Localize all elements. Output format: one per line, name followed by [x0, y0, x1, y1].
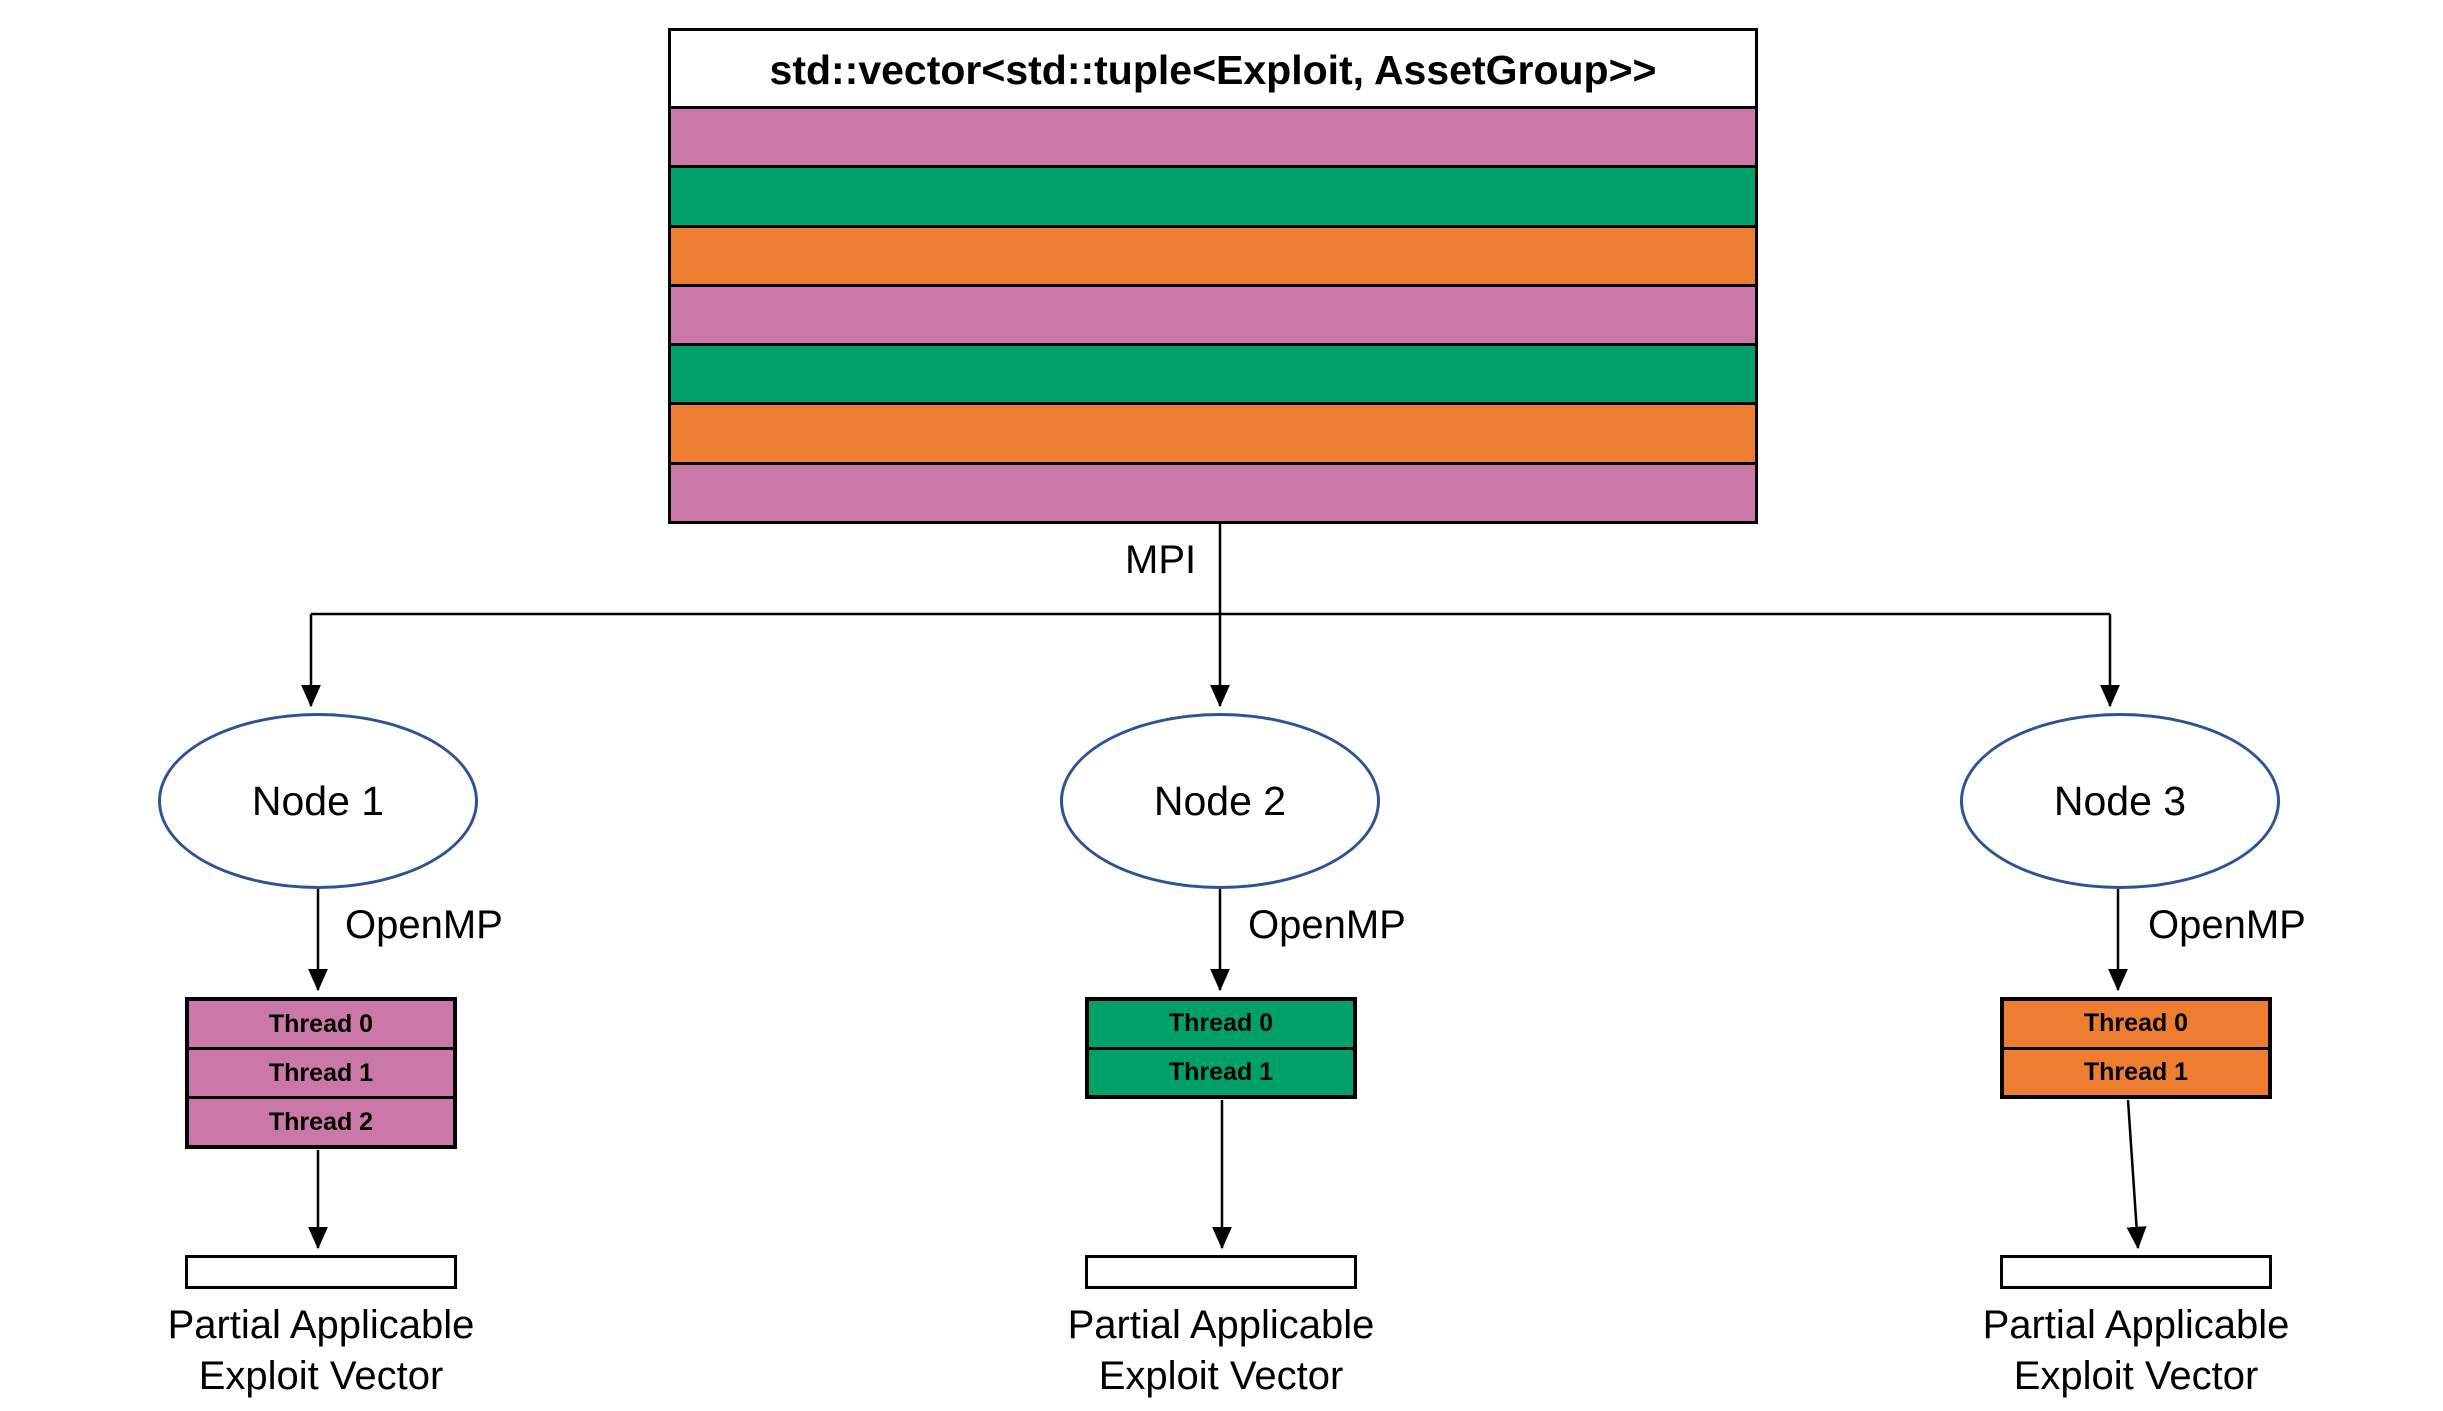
vector-row [671, 227, 1755, 287]
vector-row [671, 168, 1755, 228]
thread-cell[interactable]: Thread 0 [189, 1001, 453, 1050]
node-column-3: Node 3 [1800, 713, 2440, 889]
partial-output-label-node-1: Partial Applicable Exploit Vector [41, 1300, 601, 1402]
vector-row [671, 405, 1755, 465]
vector-row-list [671, 109, 1755, 521]
node-ellipse-2[interactable]: Node 2 [1060, 713, 1380, 889]
output-label-line-1: Partial Applicable [1982, 1303, 2290, 1347]
thread-cell[interactable]: Thread 0 [1089, 1001, 1353, 1050]
partial-output-box-node-2 [1085, 1255, 1357, 1289]
global-exploit-vector: std::vector<std::tuple<Exploit, AssetGro… [668, 28, 1758, 524]
openmp-label-node-1: OpenMP [345, 903, 503, 947]
output-label-line-1: Partial Applicable [167, 1303, 475, 1347]
thread-cell[interactable]: Thread 1 [1089, 1049, 1353, 1095]
thread-cell[interactable]: Thread 1 [189, 1050, 453, 1099]
node-label-1: Node 1 [251, 777, 385, 824]
vector-row [671, 346, 1755, 406]
vector-row [671, 286, 1755, 347]
output-label-line-2: Exploit Vector [2013, 1353, 2259, 1398]
node-column-2: Node 2 [900, 713, 1540, 889]
partial-output-label-node-3: Partial Applicable Exploit Vector [1856, 1300, 2416, 1402]
thread-box-node-3: Thread 0 Thread 1 [2000, 997, 2272, 1099]
node-ellipse-1[interactable]: Node 1 [158, 713, 478, 889]
node-ellipse-3[interactable]: Node 3 [1960, 713, 2280, 889]
thread-cell[interactable]: Thread 2 [189, 1099, 453, 1145]
output-arrow-node-3 [2126, 1099, 2147, 1250]
openmp-label-node-2: OpenMP [1248, 903, 1406, 947]
vector-row [671, 464, 1755, 521]
openmp-label-node-3: OpenMP [2148, 903, 2306, 947]
output-label-line-2: Exploit Vector [1098, 1353, 1344, 1398]
vector-header-label: std::vector<std::tuple<Exploit, AssetGro… [671, 31, 1755, 109]
node-column-1: Node 1 [0, 713, 638, 889]
node-label-2: Node 2 [1153, 777, 1287, 824]
output-label-line-2: Exploit Vector [198, 1353, 444, 1398]
thread-box-node-1: Thread 0 Thread 1 Thread 2 [185, 997, 457, 1149]
thread-cell[interactable]: Thread 1 [2004, 1049, 2268, 1095]
partial-output-box-node-1 [185, 1255, 457, 1289]
thread-cell[interactable]: Thread 0 [2004, 1001, 2268, 1050]
partial-output-box-node-3 [2000, 1255, 2272, 1289]
output-label-line-1: Partial Applicable [1067, 1303, 1375, 1347]
thread-box-node-2: Thread 0 Thread 1 [1085, 997, 1357, 1099]
node-label-3: Node 3 [2053, 777, 2187, 824]
vector-row [671, 109, 1755, 169]
partial-output-label-node-2: Partial Applicable Exploit Vector [941, 1300, 1501, 1402]
mpi-label: MPI [1125, 538, 1197, 582]
